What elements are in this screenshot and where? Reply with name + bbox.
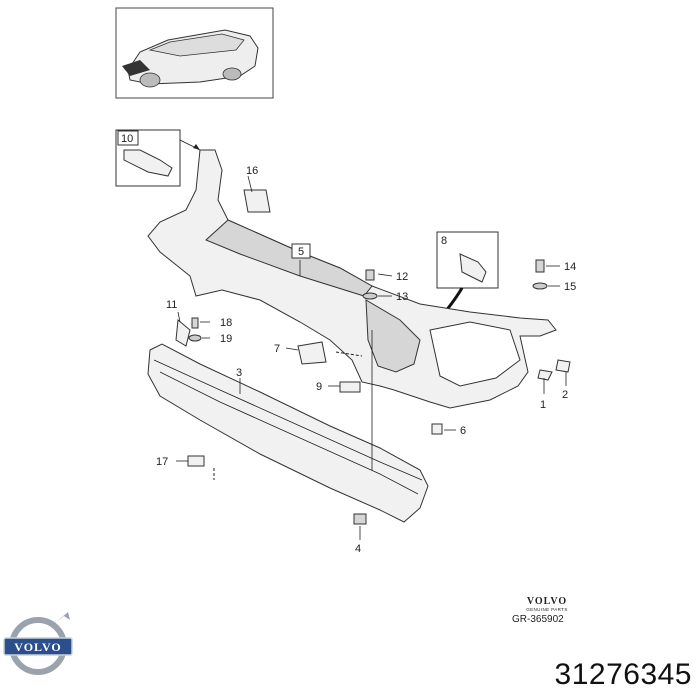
vehicle-thumbnail [115, 7, 274, 99]
svg-text:VOLVO: VOLVO [14, 640, 61, 654]
callout-labels: 10 16 5 8 12 13 14 15 11 18 19 7 3 9 1 2… [117, 130, 576, 555]
callout-11: 11 [166, 299, 177, 311]
callout-1: 1 [540, 399, 546, 411]
callout-14: 14 [564, 261, 576, 273]
fasteners [175, 189, 571, 525]
callout-10: 10 [121, 133, 133, 145]
callout-4: 4 [355, 543, 361, 555]
callout-9: 9 [316, 381, 322, 393]
callout-18: 18 [220, 317, 232, 329]
callout-16: 16 [246, 165, 258, 177]
callout-2: 2 [562, 389, 568, 401]
callout-5: 5 [298, 246, 304, 258]
callout-19: 19 [220, 333, 232, 345]
volvo-logo-icon: VOLVO [3, 612, 73, 675]
brand-block: VOLVO GENUINE PARTS [517, 596, 577, 612]
callout-17: 17 [156, 456, 168, 468]
callout-7: 7 [274, 343, 280, 355]
bumper-reinforcement [147, 343, 429, 523]
part-number: 31276345 [554, 658, 692, 691]
brand-subtitle: GENUINE PARTS [526, 607, 568, 612]
leader-lines [176, 175, 567, 540]
callout-3: 3 [236, 367, 242, 379]
diagram-reference: GR-365902 [512, 614, 564, 625]
brand-name: VOLVO [526, 596, 568, 607]
callout-13: 13 [396, 291, 408, 303]
callout-8: 8 [441, 235, 447, 247]
callout-6: 6 [460, 425, 466, 437]
radiator-support-frame [147, 149, 557, 409]
callout-12: 12 [396, 271, 408, 283]
callout-15: 15 [564, 281, 576, 293]
inset-bracket-8 [428, 231, 499, 331]
